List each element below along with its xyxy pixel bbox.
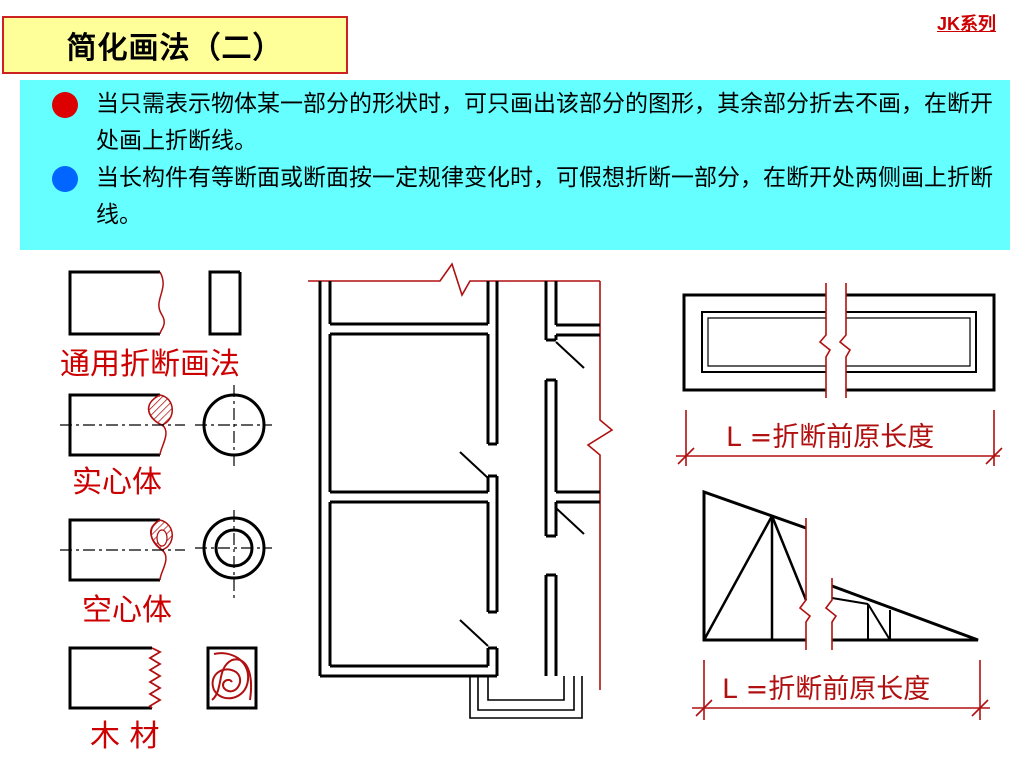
solid-body-label: 实心体 xyxy=(72,465,162,500)
wall-plan-drawing xyxy=(308,262,614,719)
tapered-member-drawing xyxy=(702,489,979,650)
general-break-drawing xyxy=(68,270,242,336)
notes-panel: 当只需表示物体某一部分的形状时，可只画出该部分的图形，其余部分折去不画，在断开处… xyxy=(20,80,1010,250)
length-dimension-top xyxy=(676,410,1003,466)
note-text: 当只需表示物体某一部分的形状时，可只画出该部分的图形，其余部分折去不画，在断开处… xyxy=(96,91,993,154)
note-item: 当长构件有等断面或断面按一定规律变化时，可假想折断一部分，在断开处两侧画上折断线… xyxy=(20,160,1000,234)
hollow-body-drawing xyxy=(60,510,272,600)
solid-body-drawing xyxy=(60,385,272,470)
hollow-body-label: 空心体 xyxy=(82,593,172,628)
red-bullet-icon xyxy=(52,92,78,118)
wood-label: 木 材 xyxy=(90,719,160,754)
length-label-bottom: L =折断前原长度 xyxy=(722,674,930,705)
length-dimension-bottom xyxy=(692,660,990,720)
page-title: 简化画法（二） xyxy=(2,16,348,74)
note-item: 当只需表示物体某一部分的形状时，可只画出该部分的图形，其余部分折去不画，在断开处… xyxy=(20,86,1000,160)
long-member-drawing xyxy=(682,283,996,398)
note-text: 当长构件有等断面或断面按一定规律变化时，可假想折断一部分，在断开处两侧画上折断线… xyxy=(96,165,993,228)
series-tag: JK系列 xyxy=(936,14,996,34)
blue-bullet-icon xyxy=(52,166,78,192)
general-break-label: 通用折断画法 xyxy=(60,347,240,382)
length-label-top: L =折断前原长度 xyxy=(726,422,934,453)
wood-drawing xyxy=(68,646,258,710)
